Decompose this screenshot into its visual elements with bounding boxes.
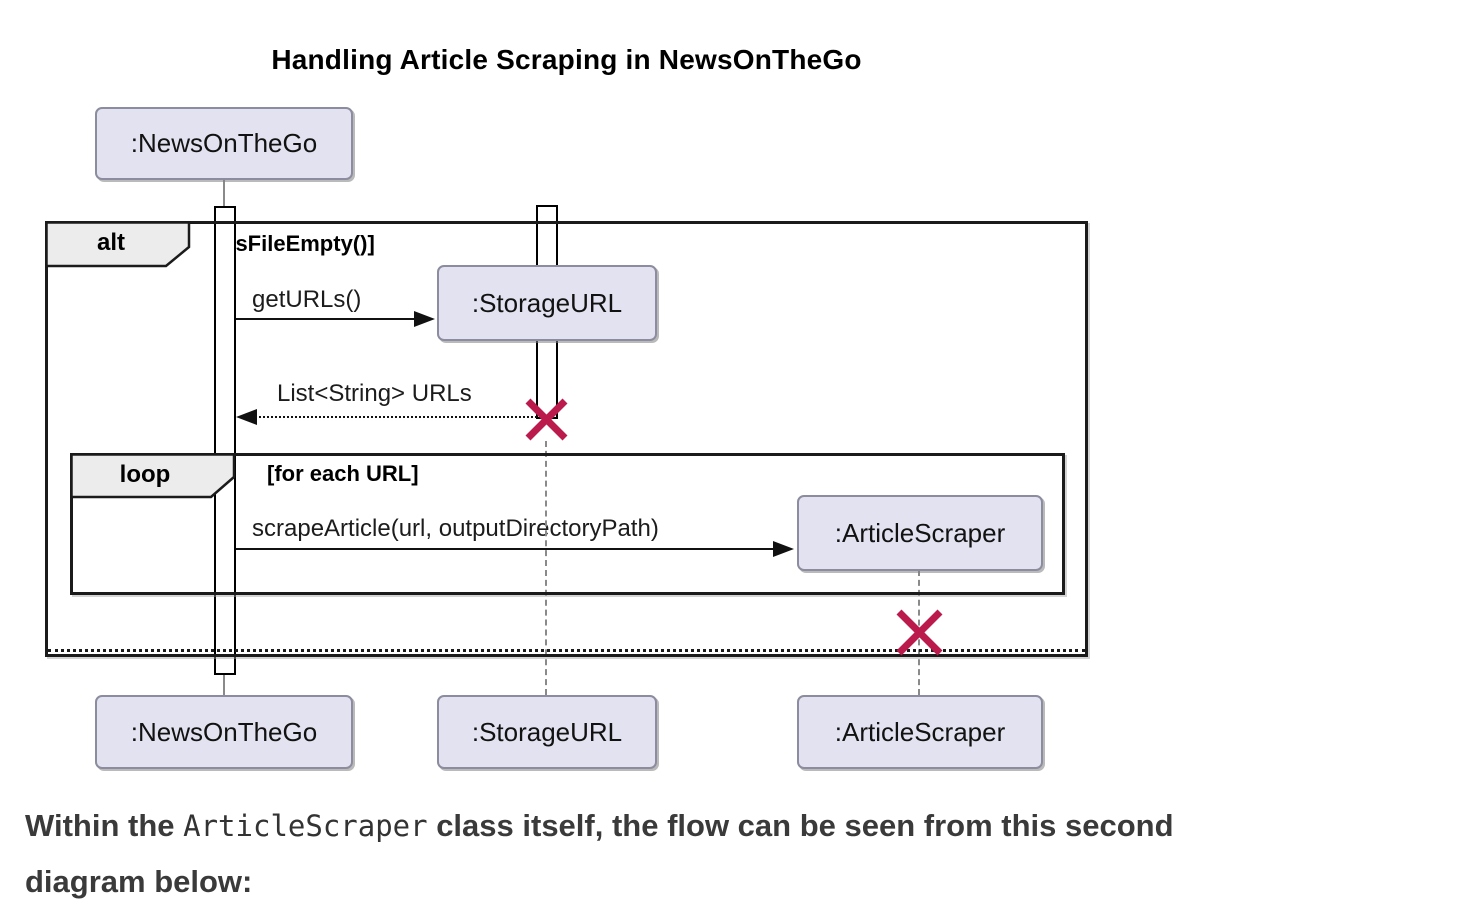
participant-label-articlescraper-created: :ArticleScraper (834, 517, 1006, 548)
message-return-urls-arrow-line (254, 416, 537, 418)
message-scrapearticle-label: scrapeArticle(url, outputDirectoryPath) (252, 515, 659, 542)
caption-text-2: class itself, the flow can be seen from … (427, 808, 1174, 843)
participant-box-storageurl-bottom: :StorageURL (437, 695, 657, 769)
destroy-x-icon-articlescraper (896, 609, 943, 656)
caption-paragraph: Within the ArticleScraper class itself, … (25, 798, 1465, 910)
loop-frame-label: loop (119, 460, 171, 488)
participant-box-newsonthego-top: :NewsOnTheGo (95, 107, 353, 180)
message-geturls-arrowhead-icon (414, 311, 435, 327)
message-return-urls-arrowhead-icon (236, 409, 257, 425)
participant-box-articlescraper-created: :ArticleScraper (797, 495, 1043, 571)
activation-bar-newsonthego (214, 206, 236, 675)
message-scrapearticle-arrow-line (236, 548, 775, 550)
lifeline-newsonthego-top-stub (223, 179, 225, 207)
participant-label-newsonthego-bottom: :NewsOnTheGo (130, 716, 318, 747)
caption-code-articlescraper: ArticleScraper (183, 809, 428, 843)
participant-label-storageurl-bottom: :StorageURL (471, 716, 623, 747)
participant-box-newsonthego-bottom: :NewsOnTheGo (95, 695, 353, 769)
message-return-urls-label: List<String> URLs (277, 380, 472, 407)
message-geturls-arrow-line (236, 318, 416, 320)
caption-text-3: diagram below: (25, 864, 253, 899)
message-scrapearticle-arrowhead-icon (773, 541, 794, 557)
lifeline-newsonthego-bottom-stub (223, 675, 225, 696)
diagram-title: Handling Article Scraping in NewsOnTheGo (271, 44, 862, 75)
alt-frame-bottom-dotted-line (48, 649, 1085, 652)
message-geturls-label: getURLs() (252, 286, 362, 313)
participant-label-storageurl-created: :StorageURL (471, 287, 623, 318)
participant-box-storageurl-created: :StorageURL (437, 265, 657, 341)
participant-label-articlescraper-bottom: :ArticleScraper (834, 716, 1006, 747)
destroy-x-icon-storageurl (525, 398, 568, 441)
alt-frame-label: alt (96, 229, 125, 256)
lifeline-storageurl (545, 441, 547, 695)
participant-box-articlescraper-bottom: :ArticleScraper (797, 695, 1043, 769)
caption-text-1: Within the (25, 808, 184, 843)
alt-frame-guard: [isFileEmpty()] (222, 231, 375, 256)
loop-frame-guard: [for each URL] (267, 461, 419, 486)
participant-label-newsonthego-top: :NewsOnTheGo (130, 128, 318, 158)
